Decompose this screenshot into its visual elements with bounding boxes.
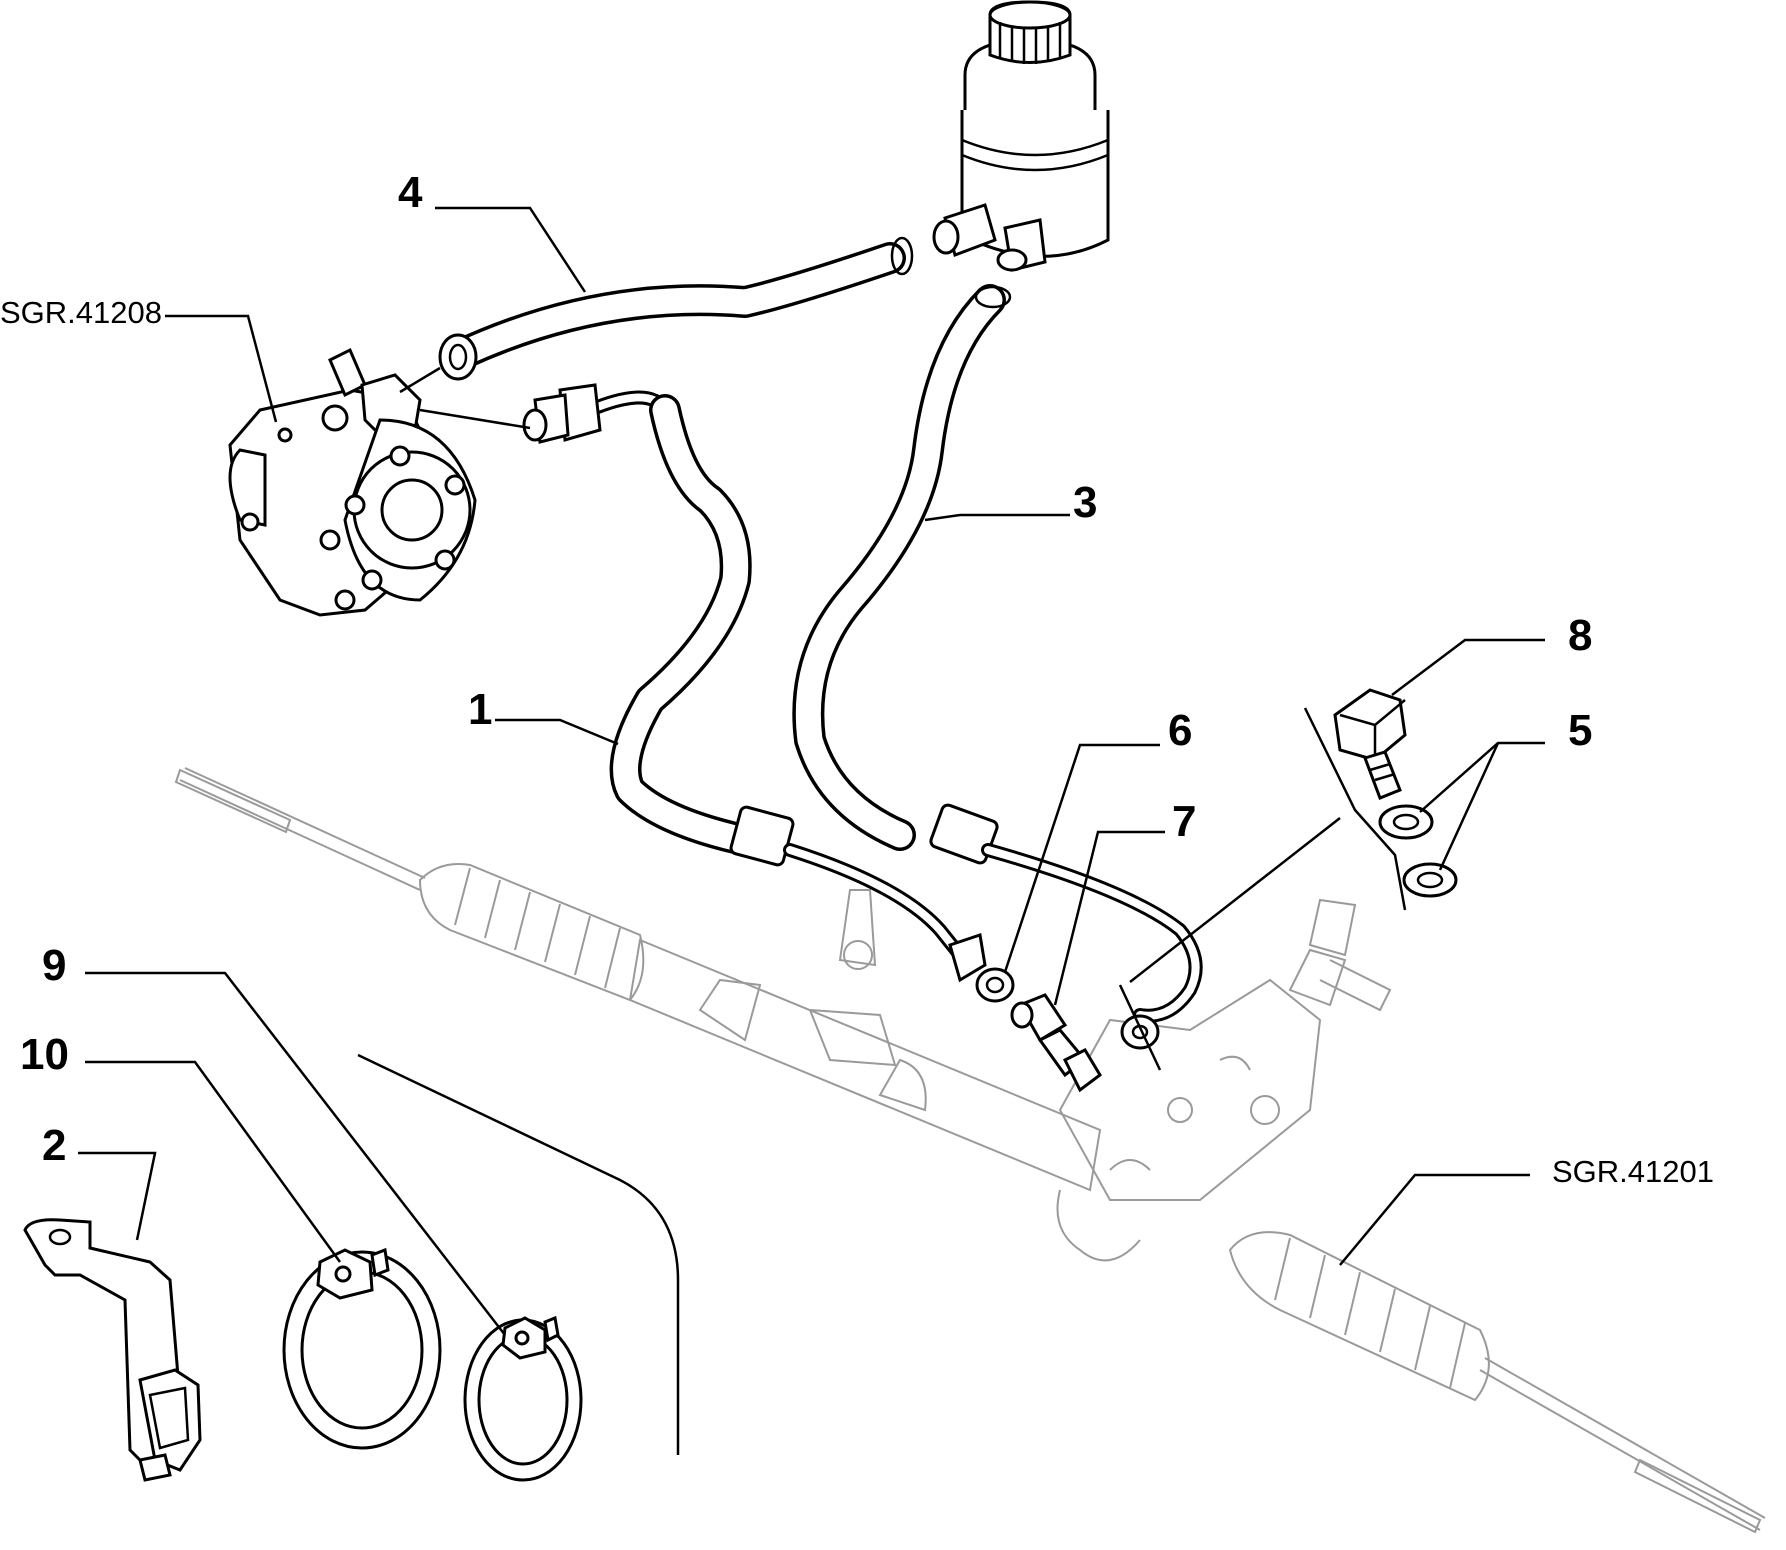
steering-rack: [174, 767, 1766, 1534]
leader-5c: [1129, 817, 1341, 983]
bolt-group-boundary-line: [1303, 707, 1407, 911]
leader-9: [85, 971, 506, 1336]
label-9: 9: [42, 941, 66, 990]
label-10: 10: [20, 1030, 69, 1079]
leader-4: [435, 206, 587, 293]
leader-10: [85, 1060, 342, 1263]
right-boot: [1228, 1231, 1490, 1402]
leader-7: [1053, 830, 1165, 1006]
leader-rack: [1339, 1173, 1530, 1266]
leader-3: [924, 513, 1070, 522]
label-7: 7: [1172, 797, 1196, 846]
banjo-bolt-8: [1333, 688, 1407, 800]
clamp-10: [282, 1247, 442, 1450]
fluid-reservoir: [932, 0, 1110, 272]
bracket-2: [23, 1218, 202, 1482]
label-ref-pump: SGR.41208: [0, 295, 162, 330]
seals-5: [1378, 804, 1458, 898]
label-5: 5: [1568, 706, 1592, 755]
label-2: 2: [42, 1121, 66, 1170]
clamp-9: [463, 1315, 583, 1482]
label-ref-rack: SGR.41201: [1552, 1154, 1714, 1189]
leader-6: [1003, 743, 1160, 973]
label-6: 6: [1168, 706, 1192, 755]
union-7: [1010, 993, 1102, 1093]
seal-6: [975, 967, 1015, 1003]
leader-pump: [165, 314, 278, 423]
rack-boundary-line: [357, 1053, 680, 1455]
leader-1: [495, 718, 619, 746]
power-steering-pump: [228, 347, 477, 617]
left-boot: [418, 863, 645, 1002]
label-4: 4: [398, 168, 423, 217]
leader-5b: [1438, 742, 1500, 871]
label-8: 8: [1568, 611, 1592, 660]
leader-2: [78, 1151, 157, 1241]
hose-4: [438, 236, 914, 381]
leader-lines: [78, 206, 1545, 1336]
label-3: 3: [1073, 478, 1097, 527]
leader-8: [1391, 638, 1545, 696]
pipe-1: [399, 366, 987, 983]
hose-3: [792, 284, 1203, 1050]
label-1: 1: [468, 685, 492, 734]
